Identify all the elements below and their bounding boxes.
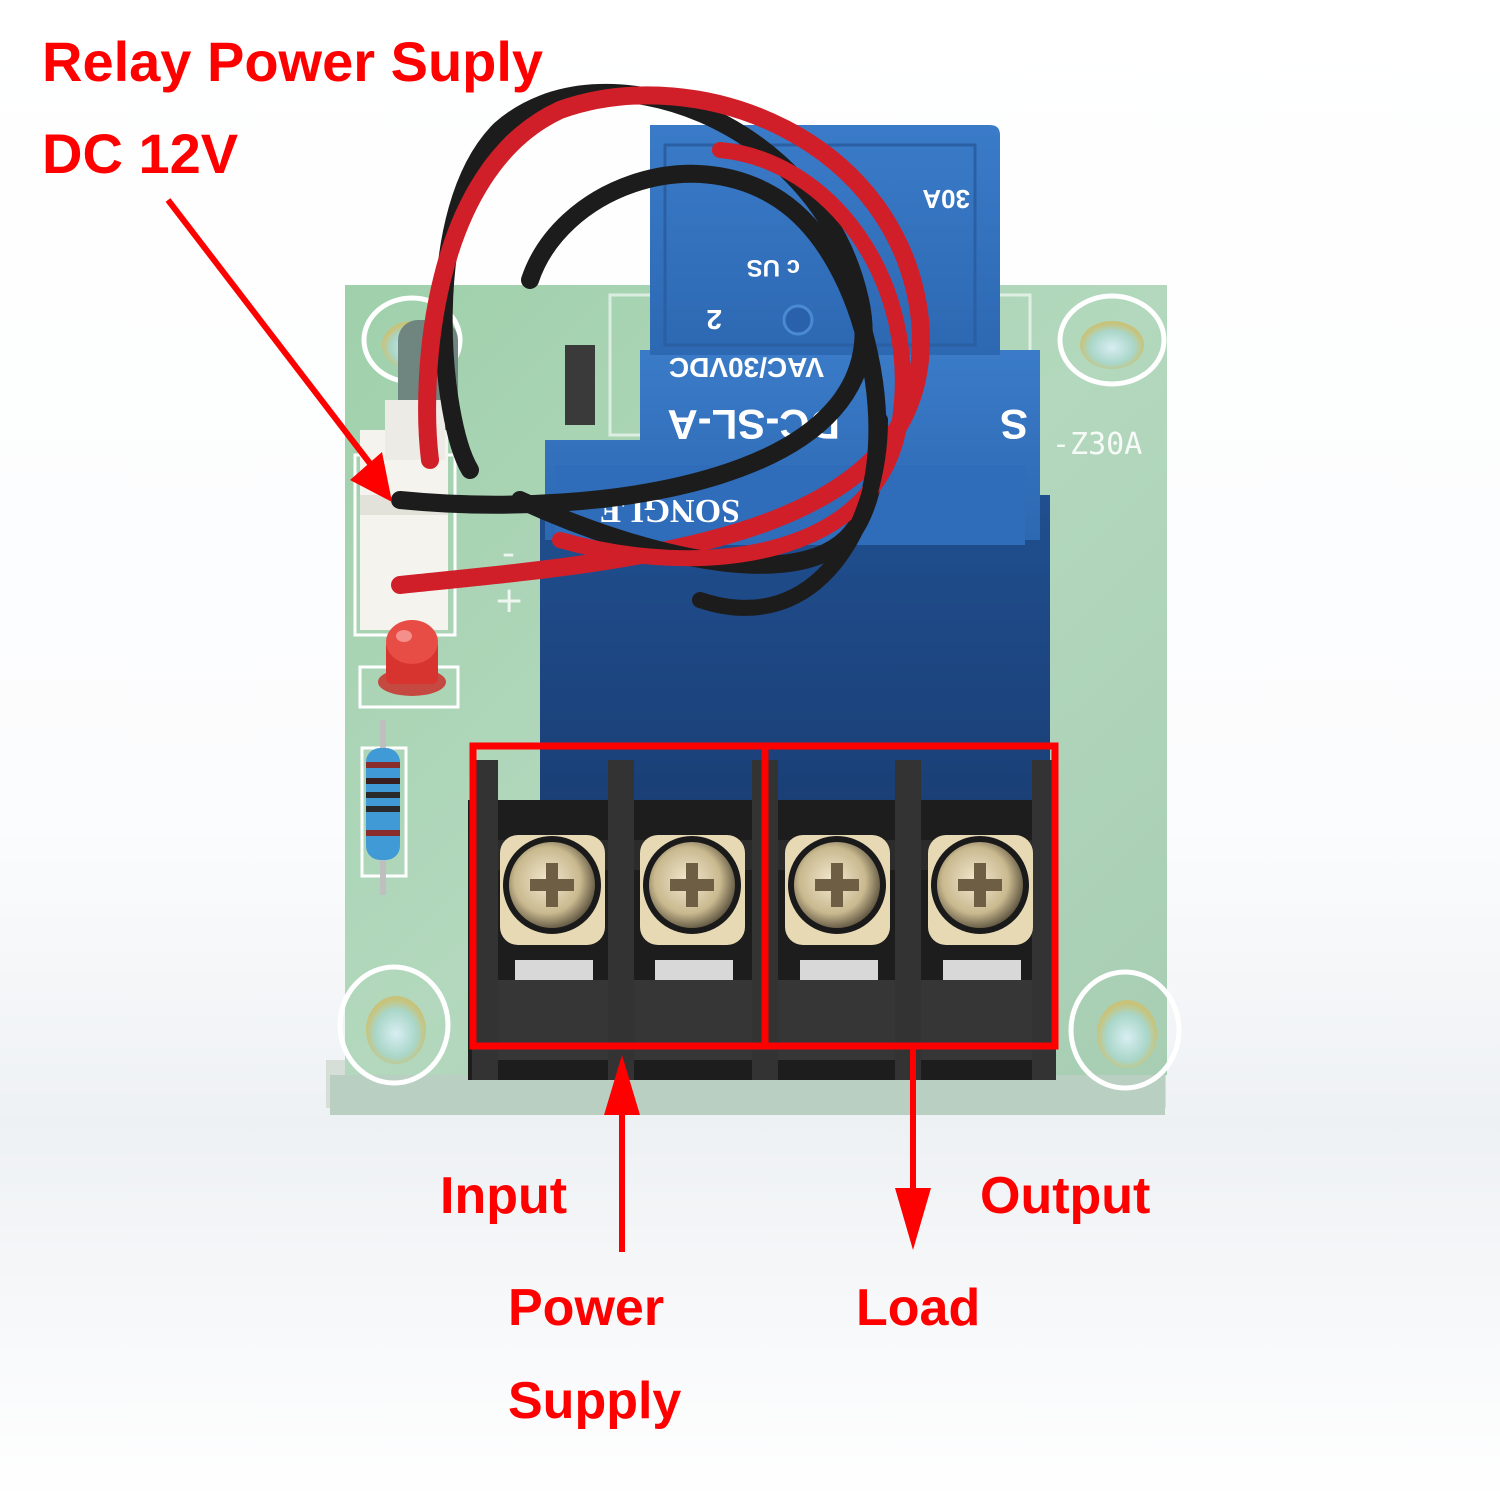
- relay-current-text: 30A: [922, 184, 970, 214]
- terminal-screw-2: [640, 835, 745, 980]
- mounting-hole-bottom-left: [337, 964, 451, 1086]
- power-wires: [391, 83, 930, 616]
- polarity-plus: +: [494, 580, 524, 621]
- terminal-screw-1: [500, 835, 605, 980]
- mounting-hole-bottom-right: [1068, 969, 1182, 1091]
- power-supply-label-line2: Supply: [508, 1372, 682, 1430]
- load-label: Load: [856, 1279, 981, 1337]
- power-supply-label-line1: Power: [508, 1279, 665, 1337]
- relay-prefix-text: S: [1000, 401, 1028, 448]
- relay-pin-number: 2: [706, 304, 722, 335]
- relay-cert-text: c US: [747, 254, 800, 281]
- pcb-model-silkscreen: -Z30A: [1052, 427, 1143, 462]
- relay-power-supply-label: Relay Power Suply: [42, 30, 544, 93]
- terminal-dividers: [472, 760, 1056, 1080]
- mounting-hole-top-right: [1057, 293, 1167, 387]
- red-led: [378, 620, 446, 696]
- relay-rating-text: VAC/30VDC: [669, 352, 824, 383]
- polarity-minus: -: [502, 533, 515, 574]
- relay-voltage-label: DC 12V: [42, 122, 239, 185]
- load-arrow: [895, 1048, 931, 1250]
- relay: [540, 125, 1050, 805]
- terminal-screw-4: [928, 835, 1033, 980]
- input-label: Input: [440, 1167, 568, 1225]
- relay-power-arrow: [165, 198, 392, 502]
- terminal-screws: [500, 835, 1033, 980]
- terminal-screw-3: [785, 835, 890, 980]
- power-supply-arrow: [604, 1055, 640, 1252]
- resistor: [366, 720, 400, 895]
- load-highlight-box: [761, 742, 1059, 1050]
- output-label: Output: [980, 1167, 1151, 1225]
